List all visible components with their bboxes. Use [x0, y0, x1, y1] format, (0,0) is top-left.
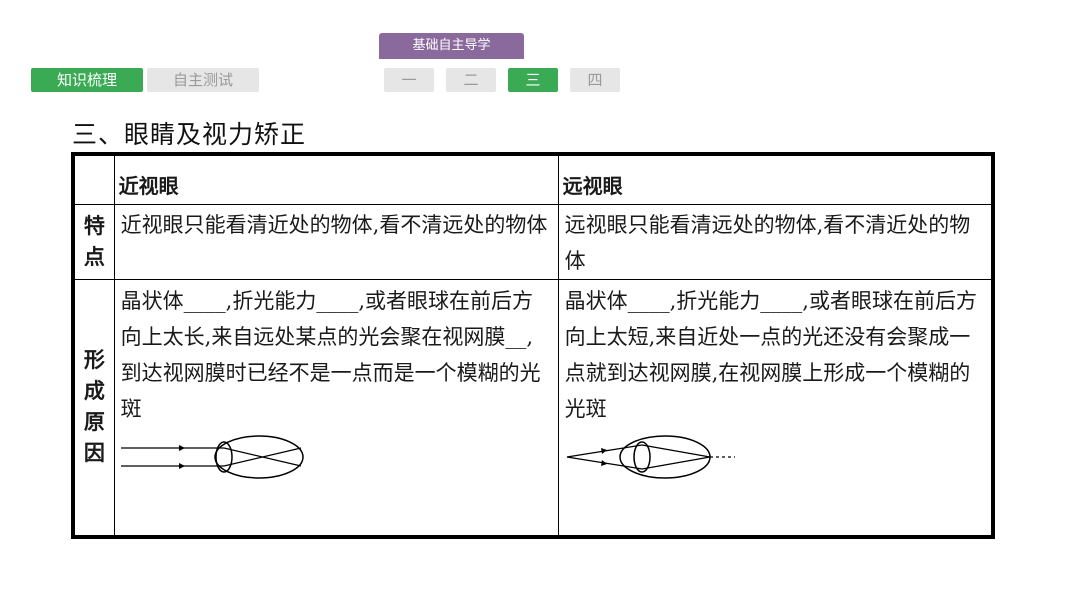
hyperopia-cause-text: 晶状体____,折光能力____,或者眼球在前后方向上太短,来自近处一点的光还没… — [564, 288, 977, 421]
table-row: 特点 近视眼只能看清近处的物体,看不清远处的物体 远视眼只能看清远处的物体,看不… — [72, 203, 994, 280]
tab-knowledge[interactable]: 知识梳理 — [31, 68, 143, 92]
comparison-table: 近视眼 远视眼 特点 近视眼只能看清近处的物体,看不清远处的物体 远视眼只能看清… — [71, 152, 995, 539]
row-label-features: 特点 — [72, 203, 115, 280]
table-row: 形成原因 晶状体____,折光能力____,或者眼球在前后方向上太长,来自远处某… — [72, 278, 994, 538]
page-title: 三、眼睛及视力矫正 — [72, 120, 307, 149]
row-label-causes: 形成原因 — [72, 278, 115, 538]
col-header-hyperopia: 远视眼 — [557, 153, 994, 205]
hyperopia-diagram — [566, 434, 735, 479]
corner-cell — [72, 153, 115, 205]
section-tab[interactable]: 基础自主导学 — [379, 33, 524, 59]
tab-one[interactable]: 一 — [384, 68, 434, 92]
cell-myopia-causes: 晶状体____,折光能力____,或者眼球在前后方向上太长,来自远处某点的光会聚… — [113, 278, 559, 538]
tab-self-test[interactable]: 自主测试 — [147, 68, 259, 92]
cell-hyperopia-causes: 晶状体____,折光能力____,或者眼球在前后方向上太短,来自近处一点的光还没… — [557, 278, 994, 538]
left-tab-group: 知识梳理 自主测试 — [31, 68, 259, 92]
col-header-myopia: 近视眼 — [113, 153, 559, 205]
cell-myopia-features: 近视眼只能看清近处的物体,看不清远处的物体 — [113, 203, 559, 280]
myopia-diagram — [120, 434, 304, 479]
tab-three[interactable]: 三 — [508, 68, 558, 92]
tab-two[interactable]: 二 — [446, 68, 496, 92]
myopia-cause-text: 晶状体____,折光能力____,或者眼球在前后方向上太长,来自远处某点的光会聚… — [120, 288, 541, 421]
cell-hyperopia-features: 远视眼只能看清远处的物体,看不清近处的物体 — [557, 203, 994, 280]
tab-four[interactable]: 四 — [570, 68, 620, 92]
table-header-row: 近视眼 远视眼 — [72, 153, 994, 205]
number-tab-group: 一 二 三 四 — [384, 68, 620, 92]
